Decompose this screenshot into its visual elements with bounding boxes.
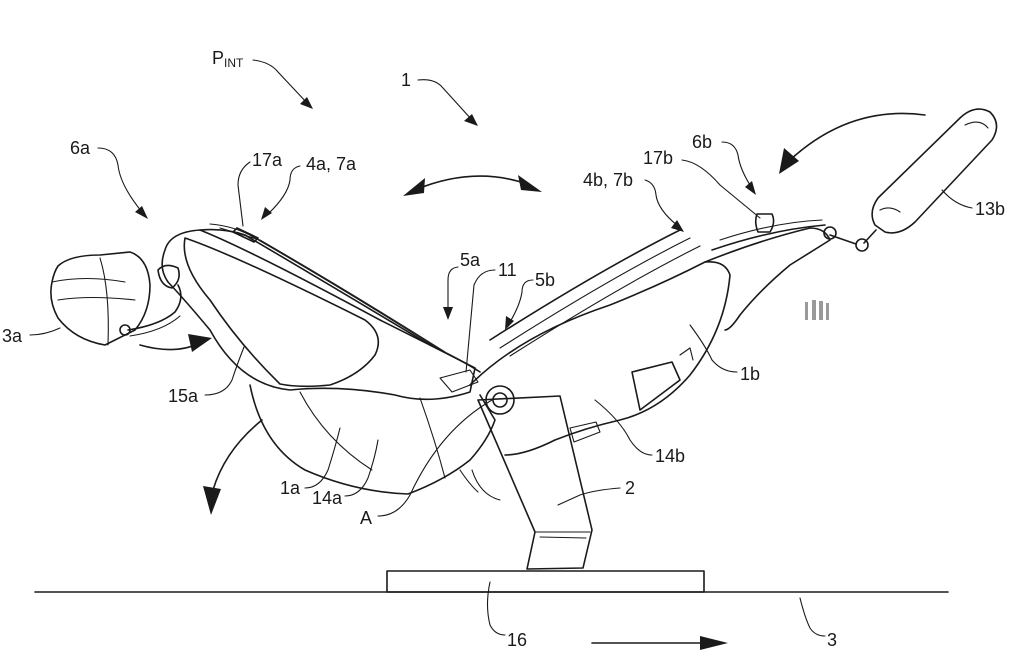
label-16: 16 bbox=[507, 630, 527, 650]
base-plate bbox=[386, 570, 705, 593]
label-2: 2 bbox=[625, 478, 635, 498]
label-1: 1 bbox=[401, 70, 411, 90]
label-6a: 6a bbox=[70, 138, 91, 158]
label-3a: 3a bbox=[2, 326, 23, 346]
label-17b: 17b bbox=[643, 148, 673, 168]
seat-section-1b bbox=[469, 213, 831, 456]
label-1a: 1a bbox=[280, 478, 301, 498]
support-column bbox=[471, 395, 593, 570]
reference-labels: PINT 1 6a 17a 4a, 7a 17b 6b 4b, 7b 13b 5… bbox=[2, 48, 1005, 650]
label-6b: 6b bbox=[692, 132, 712, 152]
label-p-int: PINT bbox=[212, 48, 244, 70]
headrest-3a bbox=[50, 251, 182, 346]
label-5b: 5b bbox=[535, 270, 555, 290]
label-4a-7a: 4a, 7a bbox=[306, 154, 357, 174]
label-14b: 14b bbox=[655, 446, 685, 466]
pivot-joint bbox=[439, 369, 515, 415]
label-4b-7b: 4b, 7b bbox=[583, 170, 633, 190]
label-17a: 17a bbox=[252, 150, 283, 170]
label-13b: 13b bbox=[975, 199, 1005, 219]
headrest-13b bbox=[823, 108, 998, 252]
seat-section-1a bbox=[161, 229, 496, 495]
label-14a: 14a bbox=[312, 488, 343, 508]
label-1b: 1b bbox=[740, 364, 760, 384]
upper-rail-left bbox=[199, 223, 481, 373]
obscured-label bbox=[805, 300, 829, 320]
label-3: 3 bbox=[827, 630, 837, 650]
label-15a: 15a bbox=[168, 386, 199, 406]
label-A: A bbox=[360, 508, 372, 528]
leader-lines bbox=[29, 59, 973, 637]
label-11: 11 bbox=[498, 260, 517, 280]
motion-arrows bbox=[139, 112, 926, 650]
label-5a: 5a bbox=[460, 250, 481, 270]
